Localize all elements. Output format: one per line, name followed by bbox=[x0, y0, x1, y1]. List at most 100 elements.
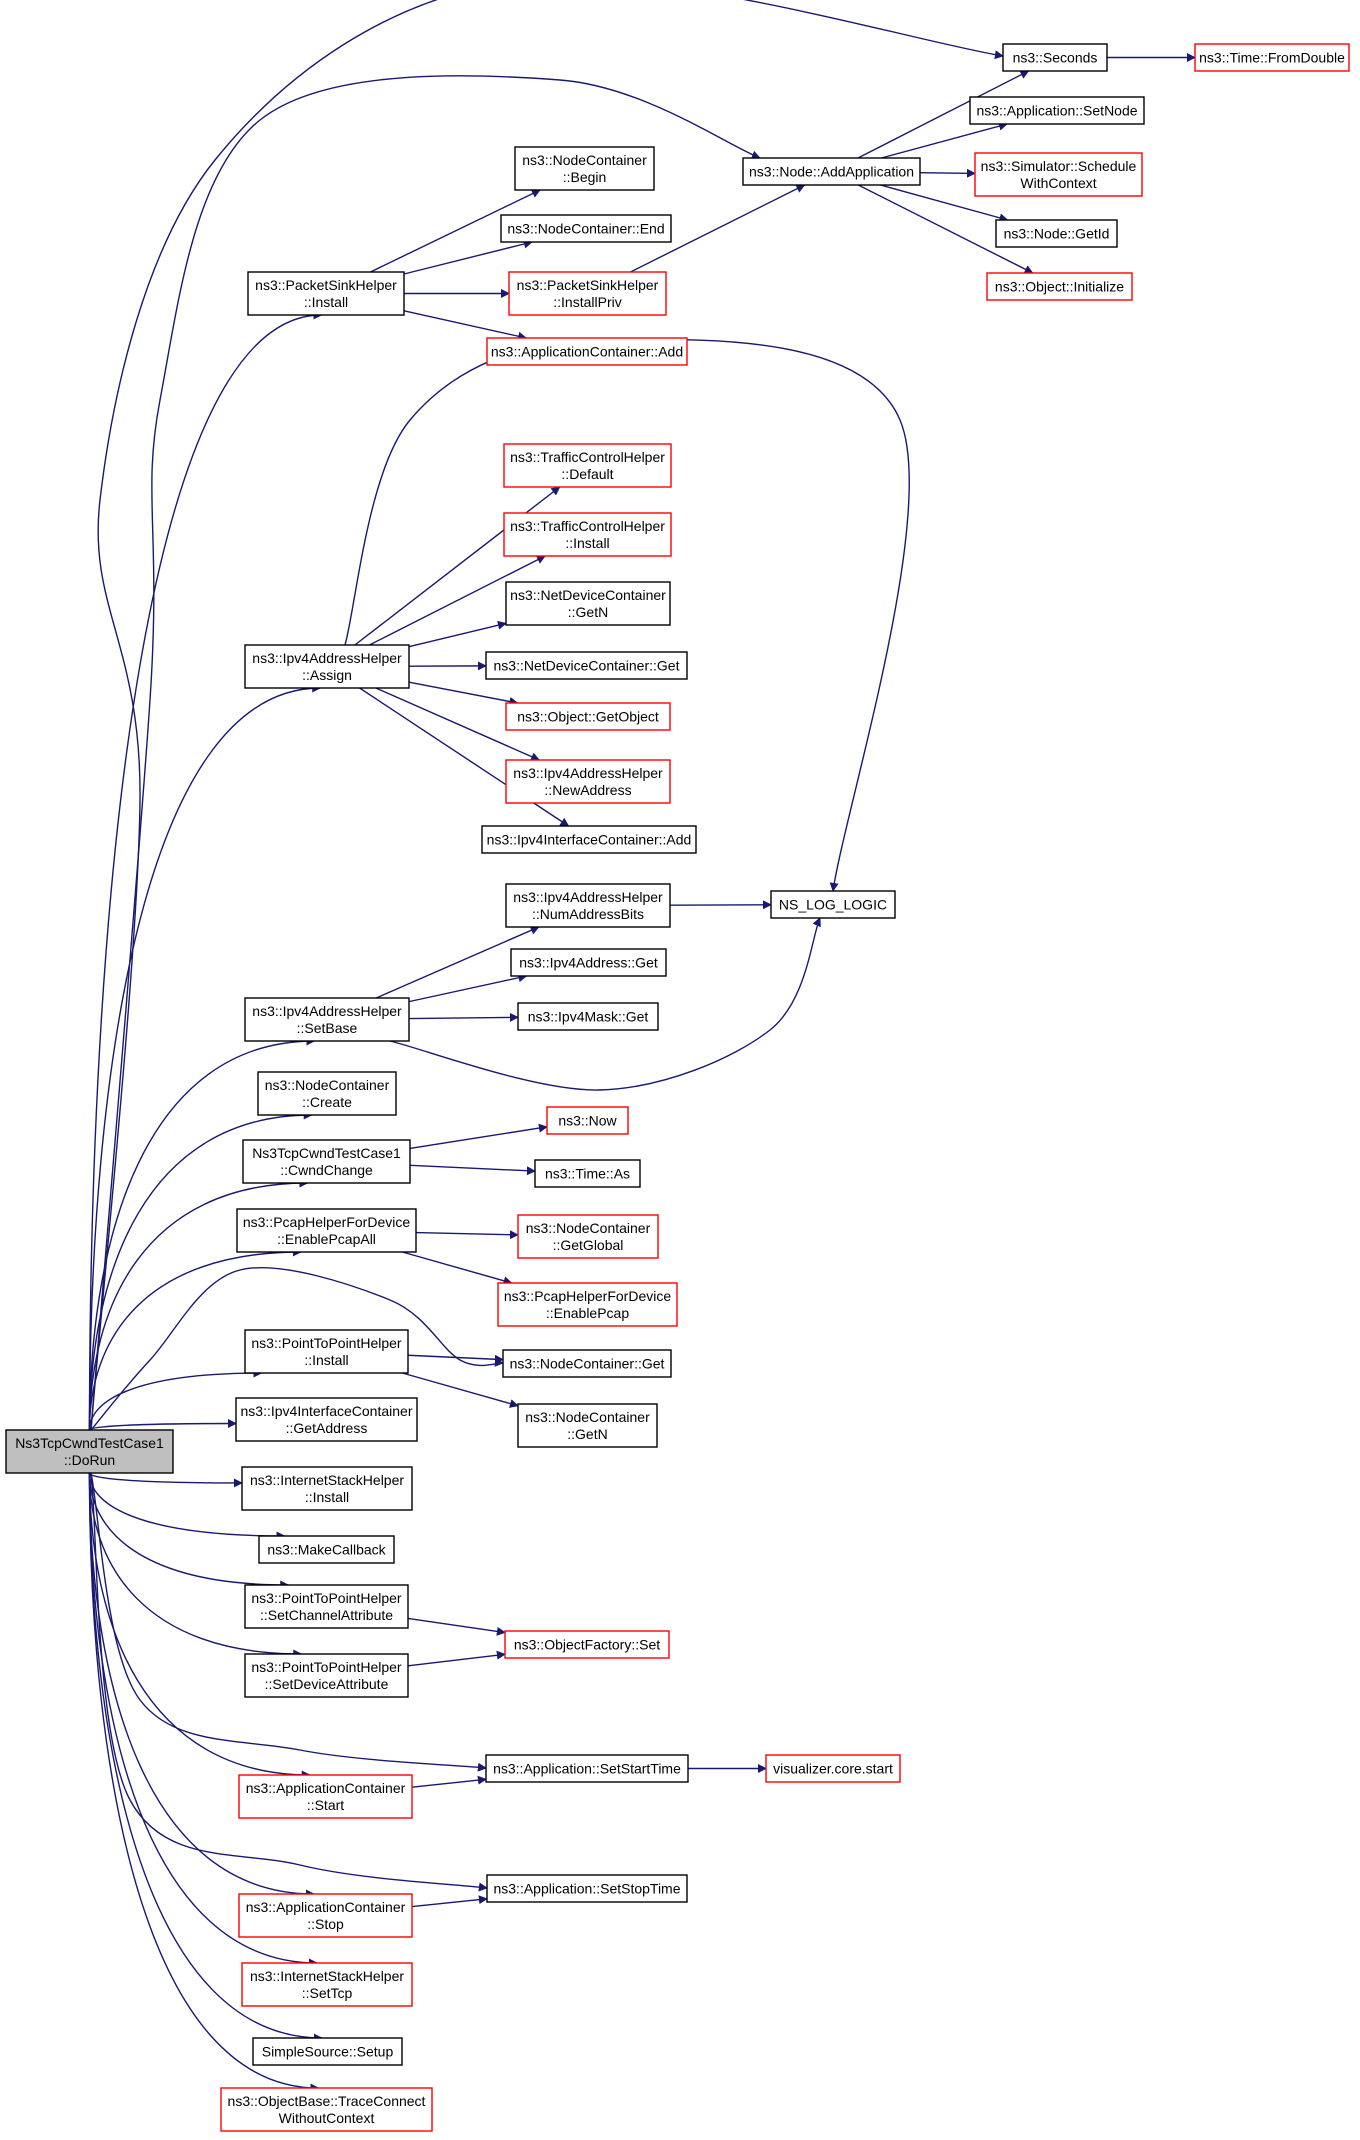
node-box-nodeaddapp[interactable] bbox=[742, 157, 921, 186]
node-root[interactable]: Ns3TcpCwndTestCase1::DoRun bbox=[5, 1429, 174, 1474]
node-appsetstop[interactable]: ns3::Application::SetStopTime bbox=[486, 1874, 688, 1903]
node-box-objinit[interactable] bbox=[986, 272, 1133, 301]
node-box-ipv4addrget[interactable] bbox=[510, 948, 667, 977]
node-ncgetglobal[interactable]: ns3::NodeContainer::GetGlobal bbox=[517, 1214, 659, 1259]
node-box-ipv4maskget[interactable] bbox=[517, 1002, 659, 1031]
node-objfactset[interactable]: ns3::ObjectFactory::Set bbox=[504, 1630, 670, 1659]
node-ipv4icgetaddr[interactable]: ns3::Ipv4InterfaceContainer::GetAddress bbox=[235, 1397, 418, 1442]
node-box-ncgetglobal[interactable] bbox=[517, 1214, 659, 1259]
node-nslog[interactable]: NS_LOG_LOGIC bbox=[770, 890, 896, 919]
node-nccreate[interactable]: ns3::NodeContainer::Create bbox=[257, 1071, 397, 1116]
node-p2psetchan[interactable]: ns3::PointToPointHelper::SetChannelAttri… bbox=[244, 1584, 409, 1629]
node-box-p2pinstall[interactable] bbox=[244, 1329, 409, 1374]
node-tchinstall[interactable]: ns3::TrafficControlHelper::Install bbox=[503, 512, 672, 557]
node-box-nslog[interactable] bbox=[770, 890, 896, 919]
node-psinstallpriv[interactable]: ns3::PacketSinkHelper::InstallPriv bbox=[508, 271, 667, 316]
node-box-root[interactable] bbox=[5, 1429, 174, 1474]
node-box-objgetobj[interactable] bbox=[505, 702, 671, 731]
node-box-appsetstop[interactable] bbox=[486, 1874, 688, 1903]
node-box-appcstart[interactable] bbox=[238, 1774, 413, 1819]
node-box-nccreate[interactable] bbox=[257, 1071, 397, 1116]
node-box-vizstart[interactable] bbox=[765, 1754, 901, 1783]
node-box-pcapenable[interactable] bbox=[497, 1282, 678, 1327]
node-box-tchdefault[interactable] bbox=[503, 443, 672, 488]
node-psinstall[interactable]: ns3::PacketSinkHelper::Install bbox=[247, 271, 405, 316]
node-box-timeas[interactable] bbox=[534, 1159, 641, 1188]
node-box-ipv4assign[interactable] bbox=[244, 644, 410, 689]
node-box-ipv4icgetaddr[interactable] bbox=[235, 1397, 418, 1442]
node-pcapall[interactable]: ns3::PcapHelperForDevice::EnablePcapAll bbox=[236, 1208, 417, 1253]
node-appsetnode[interactable]: ns3::Application::SetNode bbox=[969, 96, 1145, 125]
node-box-pcapall[interactable] bbox=[236, 1208, 417, 1253]
node-box-traceconnect[interactable] bbox=[220, 2087, 433, 2132]
node-ncend[interactable]: ns3::NodeContainer::End bbox=[500, 214, 672, 243]
node-objgetobj[interactable]: ns3::Object::GetObject bbox=[505, 702, 671, 731]
node-box-ipv4newaddr[interactable] bbox=[505, 759, 671, 804]
node-ncbegin[interactable]: ns3::NodeContainer::Begin bbox=[514, 146, 655, 191]
node-ishinstall[interactable]: ns3::InternetStackHelper::Install bbox=[241, 1466, 413, 1511]
node-box-appcstop[interactable] bbox=[238, 1893, 413, 1938]
node-p2psetdev[interactable]: ns3::PointToPointHelper::SetDeviceAttrib… bbox=[244, 1653, 409, 1698]
node-box-nodegetid[interactable] bbox=[995, 219, 1118, 248]
node-box-cwndchange[interactable] bbox=[242, 1139, 411, 1184]
node-box-appsetnode[interactable] bbox=[969, 96, 1145, 125]
node-box-psinstallpriv[interactable] bbox=[508, 271, 667, 316]
node-box-ishsettcp[interactable] bbox=[241, 1962, 413, 2007]
node-ndcget[interactable]: ns3::NetDeviceContainer::Get bbox=[485, 651, 688, 680]
node-box-ipv4icadd[interactable] bbox=[481, 825, 697, 854]
node-ipv4newaddr[interactable]: ns3::Ipv4AddressHelper::NewAddress bbox=[505, 759, 671, 804]
node-box-tchinstall[interactable] bbox=[503, 512, 672, 557]
node-seconds[interactable]: ns3::Seconds bbox=[1002, 43, 1108, 72]
node-box-ndcgetn[interactable] bbox=[505, 581, 671, 626]
node-appcstart[interactable]: ns3::ApplicationContainer::Start bbox=[238, 1774, 413, 1819]
node-box-ishinstall[interactable] bbox=[241, 1466, 413, 1511]
node-simplesetup[interactable]: SimpleSource::Setup bbox=[252, 2037, 403, 2066]
node-nodeaddapp[interactable]: ns3::Node::AddApplication bbox=[742, 157, 921, 186]
node-ipv4addrget[interactable]: ns3::Ipv4Address::Get bbox=[510, 948, 667, 977]
node-ishsettcp[interactable]: ns3::InternetStackHelper::SetTcp bbox=[241, 1962, 413, 2007]
node-vizstart[interactable]: visualizer.core.start bbox=[765, 1754, 901, 1783]
node-box-ipv4setbase[interactable] bbox=[244, 997, 410, 1042]
node-box-p2psetdev[interactable] bbox=[244, 1653, 409, 1698]
node-box-seconds[interactable] bbox=[1002, 43, 1108, 72]
node-appsetstart[interactable]: ns3::Application::SetStartTime bbox=[485, 1754, 689, 1783]
node-ipv4maskget[interactable]: ns3::Ipv4Mask::Get bbox=[517, 1002, 659, 1031]
node-ipv4setbase[interactable]: ns3::Ipv4AddressHelper::SetBase bbox=[244, 997, 410, 1042]
node-ncgetn[interactable]: ns3::NodeContainer::GetN bbox=[517, 1403, 658, 1448]
node-box-p2psetchan[interactable] bbox=[244, 1584, 409, 1629]
node-box-ncget[interactable] bbox=[502, 1349, 672, 1378]
node-timeas[interactable]: ns3::Time::As bbox=[534, 1159, 641, 1188]
node-fromdouble[interactable]: ns3::Time::FromDouble bbox=[1194, 43, 1350, 72]
node-cwndchange[interactable]: Ns3TcpCwndTestCase1::CwndChange bbox=[242, 1139, 411, 1184]
node-now[interactable]: ns3::Now bbox=[546, 1106, 629, 1135]
node-pcapenable[interactable]: ns3::PcapHelperForDevice::EnablePcap bbox=[497, 1282, 678, 1327]
node-ipv4icadd[interactable]: ns3::Ipv4InterfaceContainer::Add bbox=[481, 825, 697, 854]
node-box-ncgetn[interactable] bbox=[517, 1403, 658, 1448]
node-ipv4assign[interactable]: ns3::Ipv4AddressHelper::Assign bbox=[244, 644, 410, 689]
node-nodegetid[interactable]: ns3::Node::GetId bbox=[995, 219, 1118, 248]
node-makecallback[interactable]: ns3::MakeCallback bbox=[258, 1535, 395, 1564]
node-appcadd[interactable]: ns3::ApplicationContainer::Add bbox=[486, 337, 688, 366]
node-box-makecallback[interactable] bbox=[258, 1535, 395, 1564]
node-objinit[interactable]: ns3::Object::Initialize bbox=[986, 272, 1133, 301]
node-tchdefault[interactable]: ns3::TrafficControlHelper::Default bbox=[503, 443, 672, 488]
node-box-simplesetup[interactable] bbox=[252, 2037, 403, 2066]
node-box-ndcget[interactable] bbox=[485, 651, 688, 680]
node-traceconnect[interactable]: ns3::ObjectBase::TraceConnectWithoutCont… bbox=[220, 2087, 433, 2132]
node-box-fromdouble[interactable] bbox=[1194, 43, 1350, 72]
node-box-simsched[interactable] bbox=[974, 152, 1143, 197]
node-box-appcadd[interactable] bbox=[486, 337, 688, 366]
node-ipv4numbits[interactable]: ns3::Ipv4AddressHelper::NumAddressBits bbox=[505, 883, 671, 928]
node-box-appsetstart[interactable] bbox=[485, 1754, 689, 1783]
node-appcstop[interactable]: ns3::ApplicationContainer::Stop bbox=[238, 1893, 413, 1938]
node-box-objfactset[interactable] bbox=[504, 1630, 670, 1659]
node-p2pinstall[interactable]: ns3::PointToPointHelper::Install bbox=[244, 1329, 409, 1374]
node-ndcgetn[interactable]: ns3::NetDeviceContainer::GetN bbox=[505, 581, 671, 626]
node-ncget[interactable]: ns3::NodeContainer::Get bbox=[502, 1349, 672, 1378]
node-box-psinstall[interactable] bbox=[247, 271, 405, 316]
node-box-ncend[interactable] bbox=[500, 214, 672, 243]
node-box-ipv4numbits[interactable] bbox=[505, 883, 671, 928]
node-box-ncbegin[interactable] bbox=[514, 146, 655, 191]
node-box-now[interactable] bbox=[546, 1106, 629, 1135]
